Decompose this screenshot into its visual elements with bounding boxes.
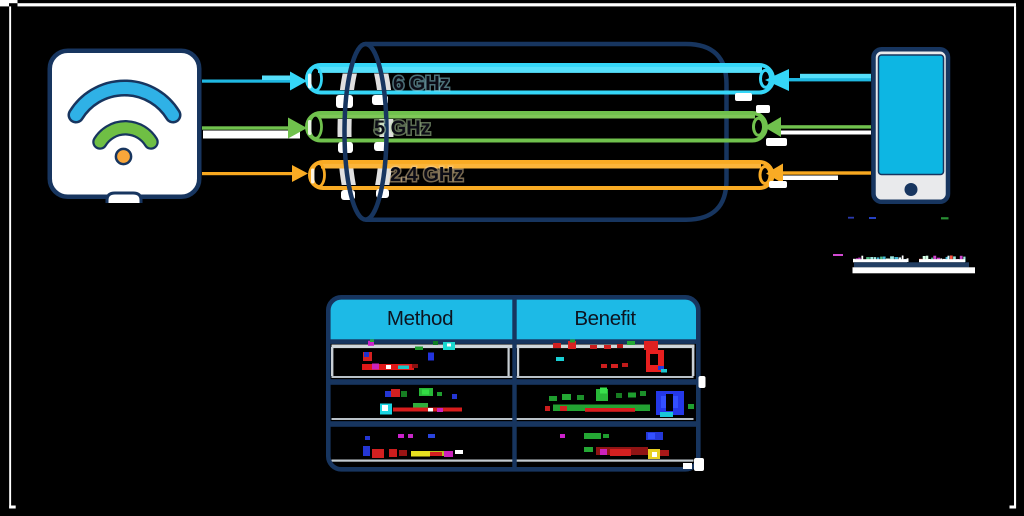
- svg-text:Method: Method: [387, 307, 453, 330]
- svg-text:2.4 GHz: 2.4 GHz: [390, 164, 463, 186]
- svg-text:6 GHz: 6 GHz: [393, 73, 450, 95]
- svg-text:Benefit: Benefit: [574, 307, 636, 330]
- svg-text:2.4 GHz: 2.4 GHz: [390, 164, 463, 186]
- svg-text:5 GHz: 5 GHz: [374, 118, 431, 140]
- svg-text:5 GHz: 5 GHz: [374, 118, 431, 140]
- svg-text:6 GHz: 6 GHz: [393, 73, 450, 95]
